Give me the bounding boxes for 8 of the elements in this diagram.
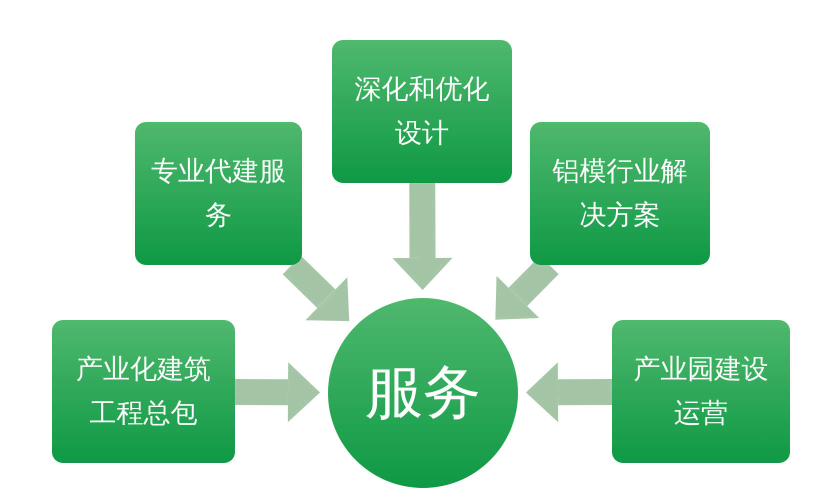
service-box: 专业代建服务 (135, 122, 302, 265)
block-arrow (392, 182, 453, 290)
service-box: 产业园建设运营 (612, 320, 790, 463)
block-arrow (234, 362, 320, 422)
service-circle: 服务 (328, 298, 518, 488)
service-box: 产业化建筑工程总包 (52, 320, 235, 463)
service-box: 铝模行业解决方案 (530, 122, 710, 265)
service-box: 深化和优化设计 (332, 40, 512, 183)
